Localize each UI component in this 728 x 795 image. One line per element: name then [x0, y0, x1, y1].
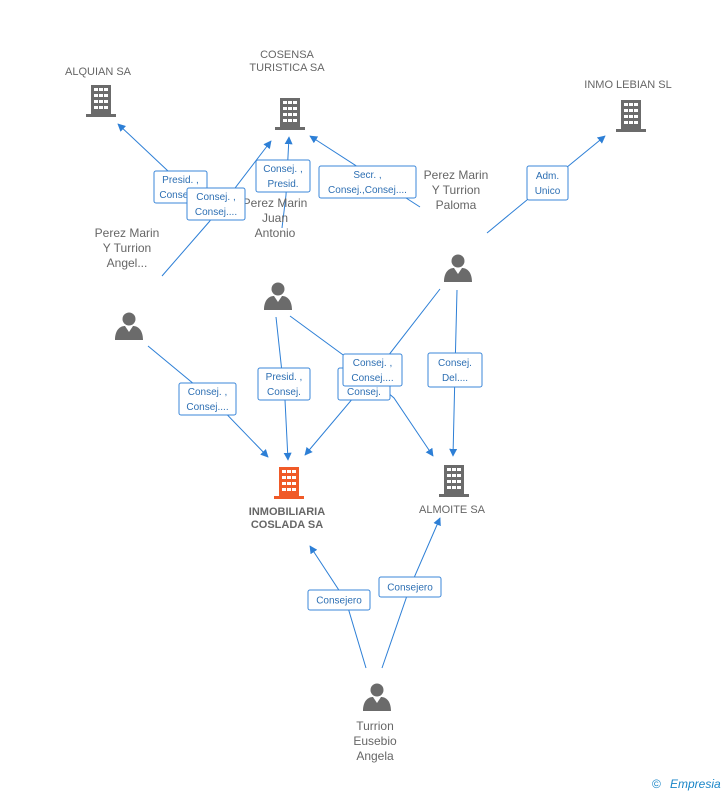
badge-text: Consej. , [353, 358, 392, 369]
company-label: INMO LEBIAN SL [584, 79, 671, 91]
badge-box [255, 159, 311, 193]
footer: © Empresia [652, 777, 721, 791]
badge-text: Consej. [438, 358, 472, 369]
person-label: Perez Marin [243, 196, 308, 210]
badge-text: Presid. , [162, 175, 199, 186]
person-label: Angela [356, 749, 394, 763]
badge-text: Secr. , [353, 170, 381, 181]
person-label: Y Turrion [432, 183, 480, 197]
company-label: ALMOITE SA [419, 504, 486, 516]
badge-box [342, 353, 403, 387]
building-icon [439, 465, 469, 497]
relation-badge[interactable]: Consej. , Consej.... [342, 353, 403, 387]
relation-badge[interactable]: Consej. , Consej.... [186, 187, 246, 221]
relation-edge [161, 140, 272, 277]
badge-text: Del.... [442, 373, 468, 384]
company-label: ALQUIAN SA [65, 66, 132, 78]
person-icon [264, 282, 292, 310]
relation-badge[interactable]: Adm. Unico [526, 165, 569, 201]
person-label: Juan [262, 211, 288, 225]
badge-text: Unico [535, 186, 561, 197]
building-icon [275, 98, 305, 130]
relation-badge[interactable]: Consejero [307, 589, 371, 611]
company-label: INMOBILIARIA [249, 506, 325, 518]
company-label: COSLADA SA [251, 519, 323, 531]
badge-text: Consej. , [263, 164, 302, 175]
company-label: COSENSA [260, 49, 314, 61]
person-label: Antonio [255, 226, 296, 240]
badge-text: Presid. , [266, 372, 303, 383]
person-icon [444, 254, 472, 282]
badge-text: Consej. , [188, 387, 227, 398]
badge-box [307, 589, 371, 611]
person-label: Perez Marin [95, 226, 160, 240]
badge-text: Consej. , [196, 192, 235, 203]
badge-text: Consej.... [195, 207, 237, 218]
badge-box [526, 165, 569, 201]
badge-text: Consej.... [351, 373, 393, 384]
badge-text: Consej.,Consej.... [328, 185, 407, 196]
company-label: TURISTICA SA [249, 62, 325, 74]
relation-badge[interactable]: Presid. , Consej. [257, 367, 311, 401]
company-node-inmo-lebian[interactable]: INMO LEBIAN SL [584, 79, 672, 132]
badge-text: Presid. [267, 179, 298, 190]
relation-edge [117, 123, 169, 172]
relation-badge[interactable]: Consej. Del.... [427, 352, 483, 388]
person-label: Perez Marin [424, 168, 489, 182]
badge-box [186, 187, 246, 221]
building-icon [86, 85, 116, 117]
badge-text: Adm. [536, 171, 559, 182]
person-label: Paloma [436, 198, 477, 212]
relation-edge [281, 136, 293, 229]
building-icon [274, 467, 304, 499]
copyright-symbol: © [652, 777, 661, 791]
badge-box [178, 382, 237, 416]
badge-box [257, 367, 311, 401]
person-label: Eusebio [353, 734, 397, 748]
person-label: Turrion [356, 719, 394, 733]
person-icon [115, 312, 143, 340]
badge-text: Consej.... [186, 402, 228, 413]
brand-logo[interactable]: Empresia [670, 777, 721, 791]
person-icon [363, 683, 391, 711]
badge-box [318, 165, 417, 199]
company-node-alquian[interactable]: ALQUIAN SA [65, 66, 132, 117]
person-label: Y Turrion [103, 241, 151, 255]
relation-badge[interactable]: Secr. , Consej.,Consej.... [318, 165, 417, 199]
relation-badge[interactable]: Consej. , Consej.... [178, 382, 237, 416]
badge-text: Consejero [387, 583, 433, 594]
badge-text: Consej.... [159, 190, 201, 201]
relation-badges: Presid. ,Consej....Consej. ,Consej....Co… [153, 159, 569, 611]
building-icon [616, 100, 646, 132]
relation-badge[interactable]: Consejero [378, 576, 442, 598]
company-node-almoite[interactable]: ALMOITE SA [419, 465, 486, 516]
person-label: Angel... [107, 256, 148, 270]
badge-text: Consej. [347, 387, 381, 398]
badge-box [427, 352, 483, 388]
badge-box [378, 576, 442, 598]
badge-text: Consejero [316, 596, 362, 607]
badge-text: Consej. [267, 387, 301, 398]
relation-badge[interactable]: Consej. , Presid. [255, 159, 311, 193]
